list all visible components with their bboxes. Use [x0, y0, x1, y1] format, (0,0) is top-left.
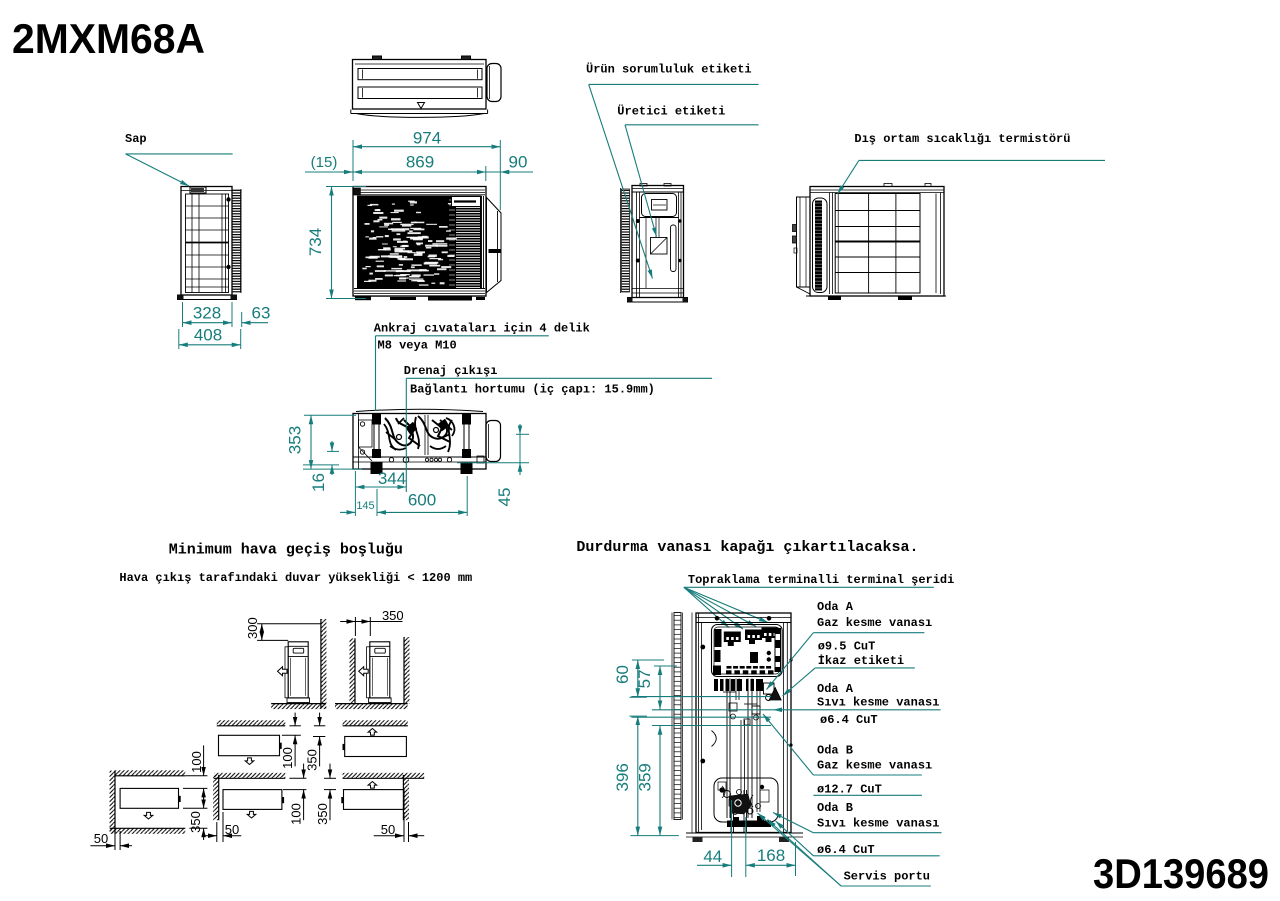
svg-text:Oda A: Oda A [817, 682, 854, 696]
svg-text:İkaz etiketi: İkaz etiketi [818, 653, 904, 668]
svg-text:145: 145 [356, 500, 374, 512]
svg-text:350: 350 [305, 749, 320, 771]
svg-text:50: 50 [381, 822, 395, 837]
svg-text:ø12.7 CuT: ø12.7 CuT [817, 783, 882, 797]
svg-text:(15): (15) [311, 154, 338, 171]
svg-text:Üretici etiketi: Üretici etiketi [617, 103, 725, 119]
svg-text:44: 44 [703, 847, 722, 866]
svg-text:63: 63 [252, 304, 271, 323]
svg-text:M8 veya M10: M8 veya M10 [378, 339, 457, 353]
svg-text:90: 90 [509, 153, 528, 172]
svg-text:60: 60 [613, 665, 632, 684]
svg-text:408: 408 [194, 326, 222, 345]
svg-text:Ürün sorumluluk etiketi: Ürün sorumluluk etiketi [586, 61, 752, 77]
svg-text:57: 57 [635, 669, 654, 688]
svg-text:600: 600 [408, 491, 436, 510]
svg-text:350: 350 [188, 811, 203, 833]
svg-text:734: 734 [306, 228, 325, 256]
svg-text:50: 50 [94, 831, 108, 846]
svg-text:3D139689: 3D139689 [1093, 850, 1269, 897]
svg-text:350: 350 [382, 608, 404, 623]
svg-text:100: 100 [189, 751, 204, 773]
svg-text:Durdurma vanası kapağı çıkartı: Durdurma vanası kapağı çıkartılacaksa. [576, 539, 918, 556]
svg-text:Topraklama terminalli terminal: Topraklama terminalli terminal şeridi [688, 573, 954, 587]
svg-text:ø9.5 CuT: ø9.5 CuT [818, 640, 876, 654]
svg-text:Dış ortam sıcaklığı termistörü: Dış ortam sıcaklığı termistörü [854, 132, 1070, 146]
svg-text:168: 168 [757, 846, 785, 865]
svg-text:ø6.4 CuT: ø6.4 CuT [820, 713, 878, 727]
svg-text:Bağlantı hortumu (iç çapı: 15.: Bağlantı hortumu (iç çapı: 15.9mm) [410, 383, 655, 397]
svg-text:344: 344 [378, 469, 406, 488]
svg-text:ø6.4 CuT: ø6.4 CuT [817, 843, 875, 857]
svg-text:Minimum hava geçiş boşluğu: Minimum hava geçiş boşluğu [169, 542, 403, 559]
svg-text:45: 45 [495, 488, 514, 507]
svg-text:Oda B: Oda B [817, 743, 853, 757]
svg-text:100: 100 [280, 747, 295, 769]
svg-text:50: 50 [225, 822, 239, 837]
svg-text:300: 300 [245, 617, 260, 639]
svg-text:Ankraj cıvataları için 4 delik: Ankraj cıvataları için 4 delik [374, 321, 590, 335]
svg-text:869: 869 [406, 153, 434, 172]
svg-text:Drenaj çıkışı: Drenaj çıkışı [404, 364, 498, 378]
svg-text:Oda A: Oda A [817, 600, 854, 614]
svg-text:396: 396 [613, 763, 632, 791]
svg-text:Gaz kesme vanası: Gaz kesme vanası [817, 616, 932, 630]
svg-text:Sap: Sap [125, 132, 147, 146]
svg-text:Sıvı kesme vanası: Sıvı kesme vanası [817, 816, 939, 830]
svg-text:Sıvı kesme vanası: Sıvı kesme vanası [817, 695, 939, 709]
svg-text:Gaz kesme vanası: Gaz kesme vanası [817, 759, 932, 773]
svg-text:328: 328 [193, 304, 221, 323]
svg-text:974: 974 [413, 129, 441, 148]
svg-text:359: 359 [635, 763, 654, 791]
svg-text:2MXM68A: 2MXM68A [12, 15, 205, 62]
svg-text:350: 350 [315, 803, 330, 825]
svg-text:353: 353 [286, 426, 305, 454]
svg-text:Oda B: Oda B [817, 801, 853, 815]
svg-text:16: 16 [309, 473, 328, 492]
svg-text:Hava çıkış tarafındaki duvar y: Hava çıkış tarafındaki duvar yüksekliği … [119, 571, 472, 585]
svg-text:100: 100 [289, 803, 304, 825]
svg-text:Servis portu: Servis portu [844, 870, 930, 884]
